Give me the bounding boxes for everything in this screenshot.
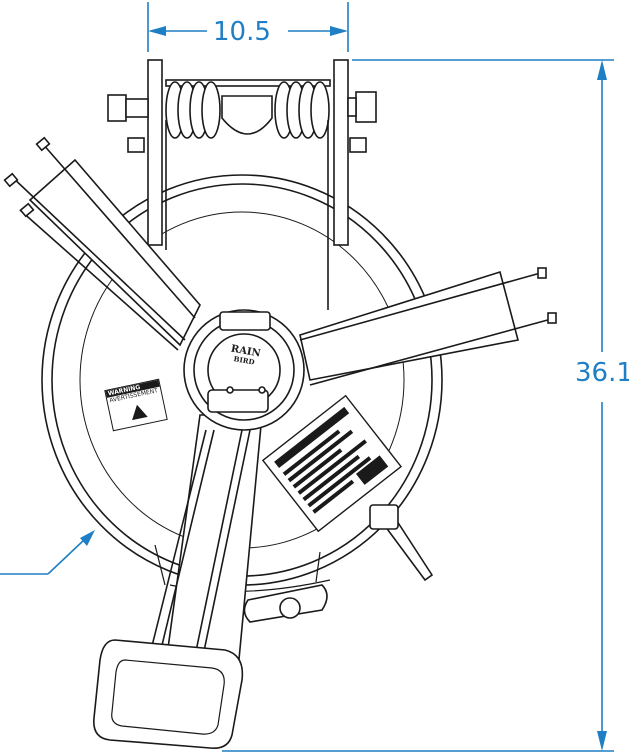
warning-triangle-icon	[129, 403, 148, 421]
coil-spring-right	[274, 81, 330, 139]
width-dimension-label: 10.5	[209, 17, 275, 47]
crank-handle	[243, 504, 434, 623]
bolt-left	[107, 94, 149, 153]
reel-hub	[183, 309, 305, 431]
coil-spring-left	[165, 81, 221, 139]
bolt-right	[347, 91, 377, 153]
reel-spokes	[3, 136, 557, 681]
height-dimension-label: 36.1	[575, 354, 629, 392]
reel-foot	[93, 639, 244, 750]
spring-bracket	[107, 59, 377, 310]
dimension-lines	[0, 2, 614, 752]
instruction-decal	[261, 394, 403, 533]
